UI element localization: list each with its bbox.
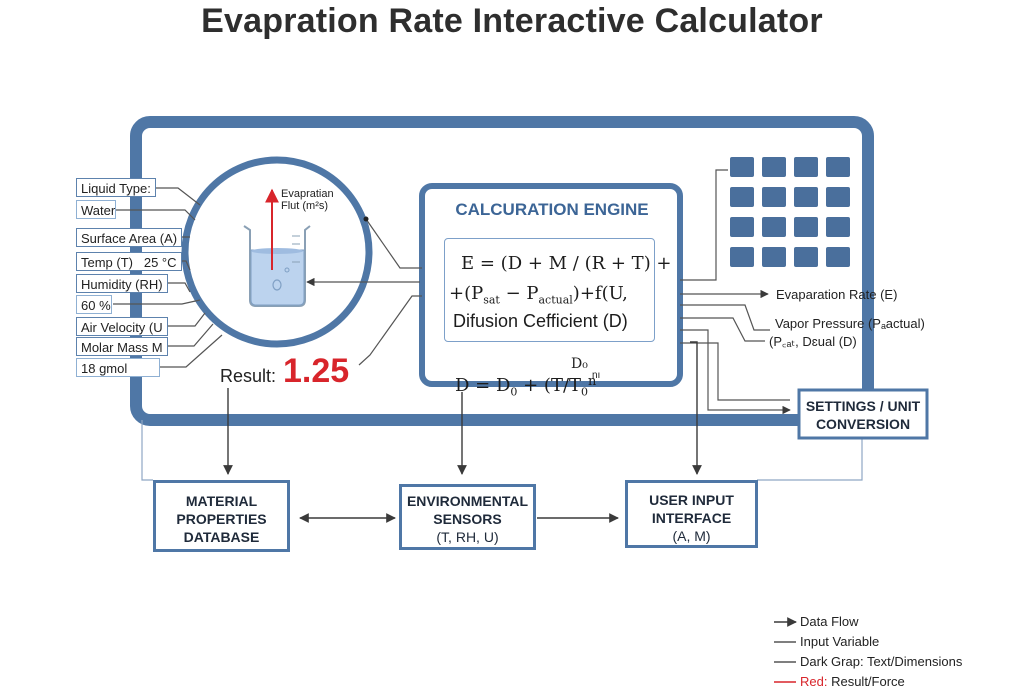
frame-connector-right — [757, 420, 863, 481]
down-arrows — [223, 341, 702, 475]
keypad-icon — [730, 157, 850, 267]
formula-line-3: Difusion Cefficient (D) — [453, 311, 628, 331]
frame-connector-left — [141, 420, 153, 481]
formula-line-2a: +(P — [449, 283, 484, 304]
page-title: Evapration Rate Interactive Calculator — [201, 2, 823, 40]
humidity-label[interactable]: Humidity (RH) — [76, 274, 168, 293]
evap-rate-output: Evaparation Rate (E) — [776, 287, 898, 302]
sensor-line-1: ENVIRONMENTAL — [406, 493, 529, 509]
temp-value: 25 °C — [143, 255, 177, 270]
diffusion-sub0: 0 — [510, 385, 518, 399]
diffusion-formula: D = D0 + (T/T0n — [455, 374, 596, 399]
settings-box-frame — [797, 388, 929, 440]
vapor-pressure-output-2: (P꜀ₐₜ, Dɛual (D) — [769, 334, 857, 349]
legend-input-variable: Input Variable — [800, 634, 880, 649]
legend-result-force: Red: Result/Force — [800, 674, 905, 689]
liquid-type-label: Liquid Type: — [76, 178, 156, 197]
db-line-3: DATABASE — [183, 529, 260, 545]
legend-text-dimensions: Dark Grap: Text/Dimensions — [800, 654, 963, 669]
formula-line-2-sub-actual: actual — [538, 293, 573, 307]
legend-result-text: Result/Force — [827, 674, 905, 689]
settings-line-1: SETTINGS / UNIT — [805, 398, 921, 414]
formula-line-2c: )+f(U, — [572, 283, 628, 304]
formula-line-2: +(Psat − Pactual)+f(U, — [449, 283, 628, 307]
sensor-line-2: SENSORS — [433, 511, 502, 527]
result-label: Result: — [220, 366, 277, 386]
formula-box: E = (D + M / (R + T) + +(Psat − Pactual)… — [444, 238, 672, 342]
engine-title: CALCURATION ENGINE — [455, 200, 649, 219]
settings-line-2: CONVERSION — [815, 416, 911, 432]
ui-line-3: (A, M) — [672, 528, 711, 544]
diffusion-frac: D₀ — [571, 356, 588, 372]
vapor-pressure-output-1: Vapor Pressure (Pₐactual) — [775, 316, 925, 331]
surface-area-label[interactable]: Surface Area (A) — [76, 228, 183, 247]
temp-label-text: Temp (T) — [81, 255, 133, 270]
formula-line-2b: − P — [499, 283, 539, 304]
formula-line-2-sub-sat: sat — [483, 293, 500, 307]
db-line-1: MATERIAL — [185, 493, 258, 509]
settings-button[interactable]: SETTINGS / UNIT CONVERSION — [799, 390, 927, 438]
result-value: 1.25 — [283, 352, 350, 390]
db-line-2: PROPERTIES — [176, 511, 267, 527]
environmental-sensors-box[interactable]: ENVIRONMENTAL SENSORS (T, RH, U) — [399, 484, 536, 550]
temp-label[interactable]: Temp (T) 25 °C — [76, 252, 182, 271]
diffusion-mid: + (T/T — [517, 375, 582, 396]
legend-red-word: Red: — [800, 674, 828, 689]
flux-label-1: Evapratian — [281, 188, 334, 200]
legend-data-flow: Data Flow — [800, 614, 859, 629]
input-leader-lines — [113, 187, 223, 368]
beaker-icon — [243, 225, 311, 307]
molar-mass-field[interactable]: 18 gmol — [76, 358, 160, 377]
material-database-box[interactable]: MATERIAL PROPERTIES DATABASE — [153, 480, 290, 552]
humidity-field[interactable]: 60 % — [76, 295, 112, 314]
diffusion-frac-exp: nı — [592, 370, 601, 381]
engine-connectors — [306, 169, 791, 415]
user-input-interface-box[interactable]: USER INPUT INTERFACE (A, M) — [625, 480, 758, 548]
ui-line-2: INTERFACE — [651, 510, 732, 526]
flux-label-2: Flut (m²s) — [281, 200, 329, 212]
formula-line-1: E = (D + M / (R + T) + — [461, 253, 672, 274]
diffusion-exp: n — [588, 374, 597, 389]
air-velocity-label[interactable]: Air Velocity (U — [76, 317, 168, 336]
molar-mass-label[interactable]: Molar Mass M — [76, 337, 168, 356]
calculator-frame — [130, 116, 874, 426]
liquid-type-field[interactable]: Water — [76, 200, 116, 219]
diffusion-sub1: 0 — [581, 385, 589, 399]
sensor-line-3: (T, RH, U) — [436, 529, 499, 545]
diffusion-lhs: D = D — [455, 375, 511, 396]
ui-line-1: USER INPUT — [649, 492, 734, 508]
